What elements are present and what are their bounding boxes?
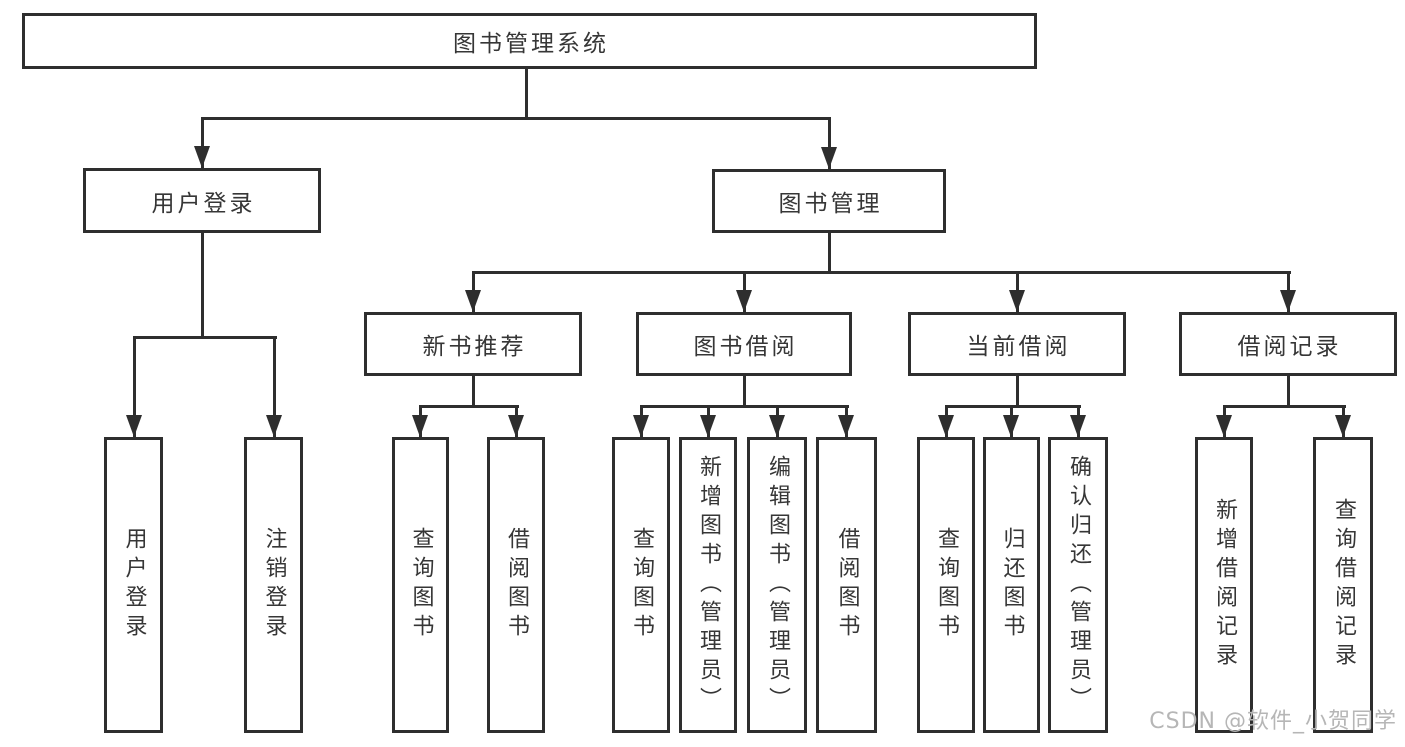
connector-current-rail xyxy=(945,405,1081,408)
connector-records-stem xyxy=(1287,376,1290,408)
node-book-management-label: 图书管理 xyxy=(778,191,883,217)
connector-user-login-stem xyxy=(201,233,204,339)
arrow-bor-query xyxy=(633,415,649,437)
leaf-bor-edit-book: 编辑图书（管理员） xyxy=(747,437,807,733)
node-book-borrowing-label: 图书借阅 xyxy=(693,334,798,360)
node-borrowing-records-label: 借阅记录 xyxy=(1237,334,1342,360)
leaf-bor-query-book: 查询图书 xyxy=(612,437,670,733)
connector-to-book-management xyxy=(828,117,831,169)
node-user-login-label: 用户登录 xyxy=(151,190,256,217)
arrow-to-user-login xyxy=(194,146,210,168)
leaf-add-borrow-record: 新增借阅记录 xyxy=(1195,437,1253,733)
arrow-to-current-borrowing xyxy=(1009,290,1025,312)
leaf-bor-add-book-label: 新增图书（管理员） xyxy=(696,454,721,716)
node-book-management: 图书管理 xyxy=(712,169,946,233)
connector-to-leaf-logout xyxy=(273,336,276,437)
leaf-rec-query-book-label: 查询图书 xyxy=(408,527,434,643)
leaf-rec-query-book: 查询图书 xyxy=(392,437,449,733)
arrow-cur-return xyxy=(1003,415,1019,437)
arrow-to-book-management xyxy=(821,147,837,169)
connector-book-mgmt-rail xyxy=(472,271,1291,274)
leaf-cur-query-book-label: 查询图书 xyxy=(934,527,959,643)
arrow-to-borrowing-records xyxy=(1280,290,1296,312)
node-new-book-recommend: 新书推荐 xyxy=(364,312,582,376)
arrow-rec-add xyxy=(1216,415,1232,437)
node-borrowing-records: 借阅记录 xyxy=(1179,312,1397,376)
leaf-cur-query-book: 查询图书 xyxy=(917,437,975,733)
connector-current-stem xyxy=(1016,376,1019,408)
leaf-cur-return-book-label: 归还图书 xyxy=(999,527,1025,643)
connector-to-leaf-user-login xyxy=(133,336,136,437)
node-current-borrowing: 当前借阅 xyxy=(908,312,1126,376)
leaf-bor-edit-book-label: 编辑图书（管理员） xyxy=(765,454,790,716)
arrow-cur-confirm xyxy=(1070,415,1086,437)
arrow-bor-edit xyxy=(769,415,785,437)
csdn-watermark: CSDN @软件_小贺同学 xyxy=(1149,709,1397,734)
leaf-rec-borrow-book-label: 借阅图书 xyxy=(504,527,529,643)
leaf-query-borrow-record-label: 查询借阅记录 xyxy=(1331,498,1356,672)
leaf-logout-label: 注销登录 xyxy=(261,527,287,643)
leaf-bor-add-book: 新增图书（管理员） xyxy=(679,437,737,733)
leaf-query-borrow-record: 查询借阅记录 xyxy=(1313,437,1373,733)
leaf-cur-confirm-return: 确认归还（管理员） xyxy=(1048,437,1108,733)
arrow-cur-query xyxy=(938,415,954,437)
connector-new-book-stem xyxy=(472,376,475,408)
arrow-to-new-book xyxy=(465,290,481,312)
leaf-cur-confirm-return-label: 确认归还（管理员） xyxy=(1066,454,1091,716)
node-user-login: 用户登录 xyxy=(83,168,321,233)
arrow-rec-borrow xyxy=(508,415,524,437)
connector-root-stem xyxy=(525,69,528,120)
node-book-borrowing: 图书借阅 xyxy=(636,312,852,376)
leaf-cur-return-book: 归还图书 xyxy=(983,437,1040,733)
node-new-book-recommend-label: 新书推荐 xyxy=(422,334,527,360)
leaf-add-borrow-record-label: 新增借阅记录 xyxy=(1212,498,1237,672)
node-root-label: 图书管理系统 xyxy=(453,31,609,57)
connector-user-login-rail xyxy=(133,336,277,339)
leaf-bor-borrow-book-label: 借阅图书 xyxy=(834,527,860,643)
connector-records-rail xyxy=(1223,405,1346,408)
arrow-to-leaf-logout xyxy=(266,415,282,437)
leaf-user-login: 用户登录 xyxy=(104,437,163,733)
arrow-rec-query xyxy=(412,415,428,437)
leaf-user-login-label: 用户登录 xyxy=(121,527,147,643)
leaf-bor-query-book-label: 查询图书 xyxy=(629,527,654,643)
arrow-bor-add xyxy=(700,415,716,437)
arrow-to-leaf-user-login xyxy=(126,415,142,437)
connector-to-user-login xyxy=(201,117,204,168)
arrow-to-book-borrowing xyxy=(736,290,752,312)
node-root: 图书管理系统 xyxy=(22,13,1037,69)
leaf-logout: 注销登录 xyxy=(244,437,303,733)
connector-root-rail xyxy=(201,117,831,120)
arrow-bor-borrow xyxy=(838,415,854,437)
leaf-rec-borrow-book: 借阅图书 xyxy=(487,437,545,733)
node-current-borrowing-label: 当前借阅 xyxy=(966,334,1071,360)
connector-borrowing-stem xyxy=(743,376,746,408)
connector-borrowing-rail xyxy=(640,405,849,408)
connector-book-mgmt-stem xyxy=(828,233,831,274)
connector-new-book-rail xyxy=(419,405,519,408)
leaf-bor-borrow-book: 借阅图书 xyxy=(816,437,877,733)
arrow-rec-query2 xyxy=(1335,415,1351,437)
